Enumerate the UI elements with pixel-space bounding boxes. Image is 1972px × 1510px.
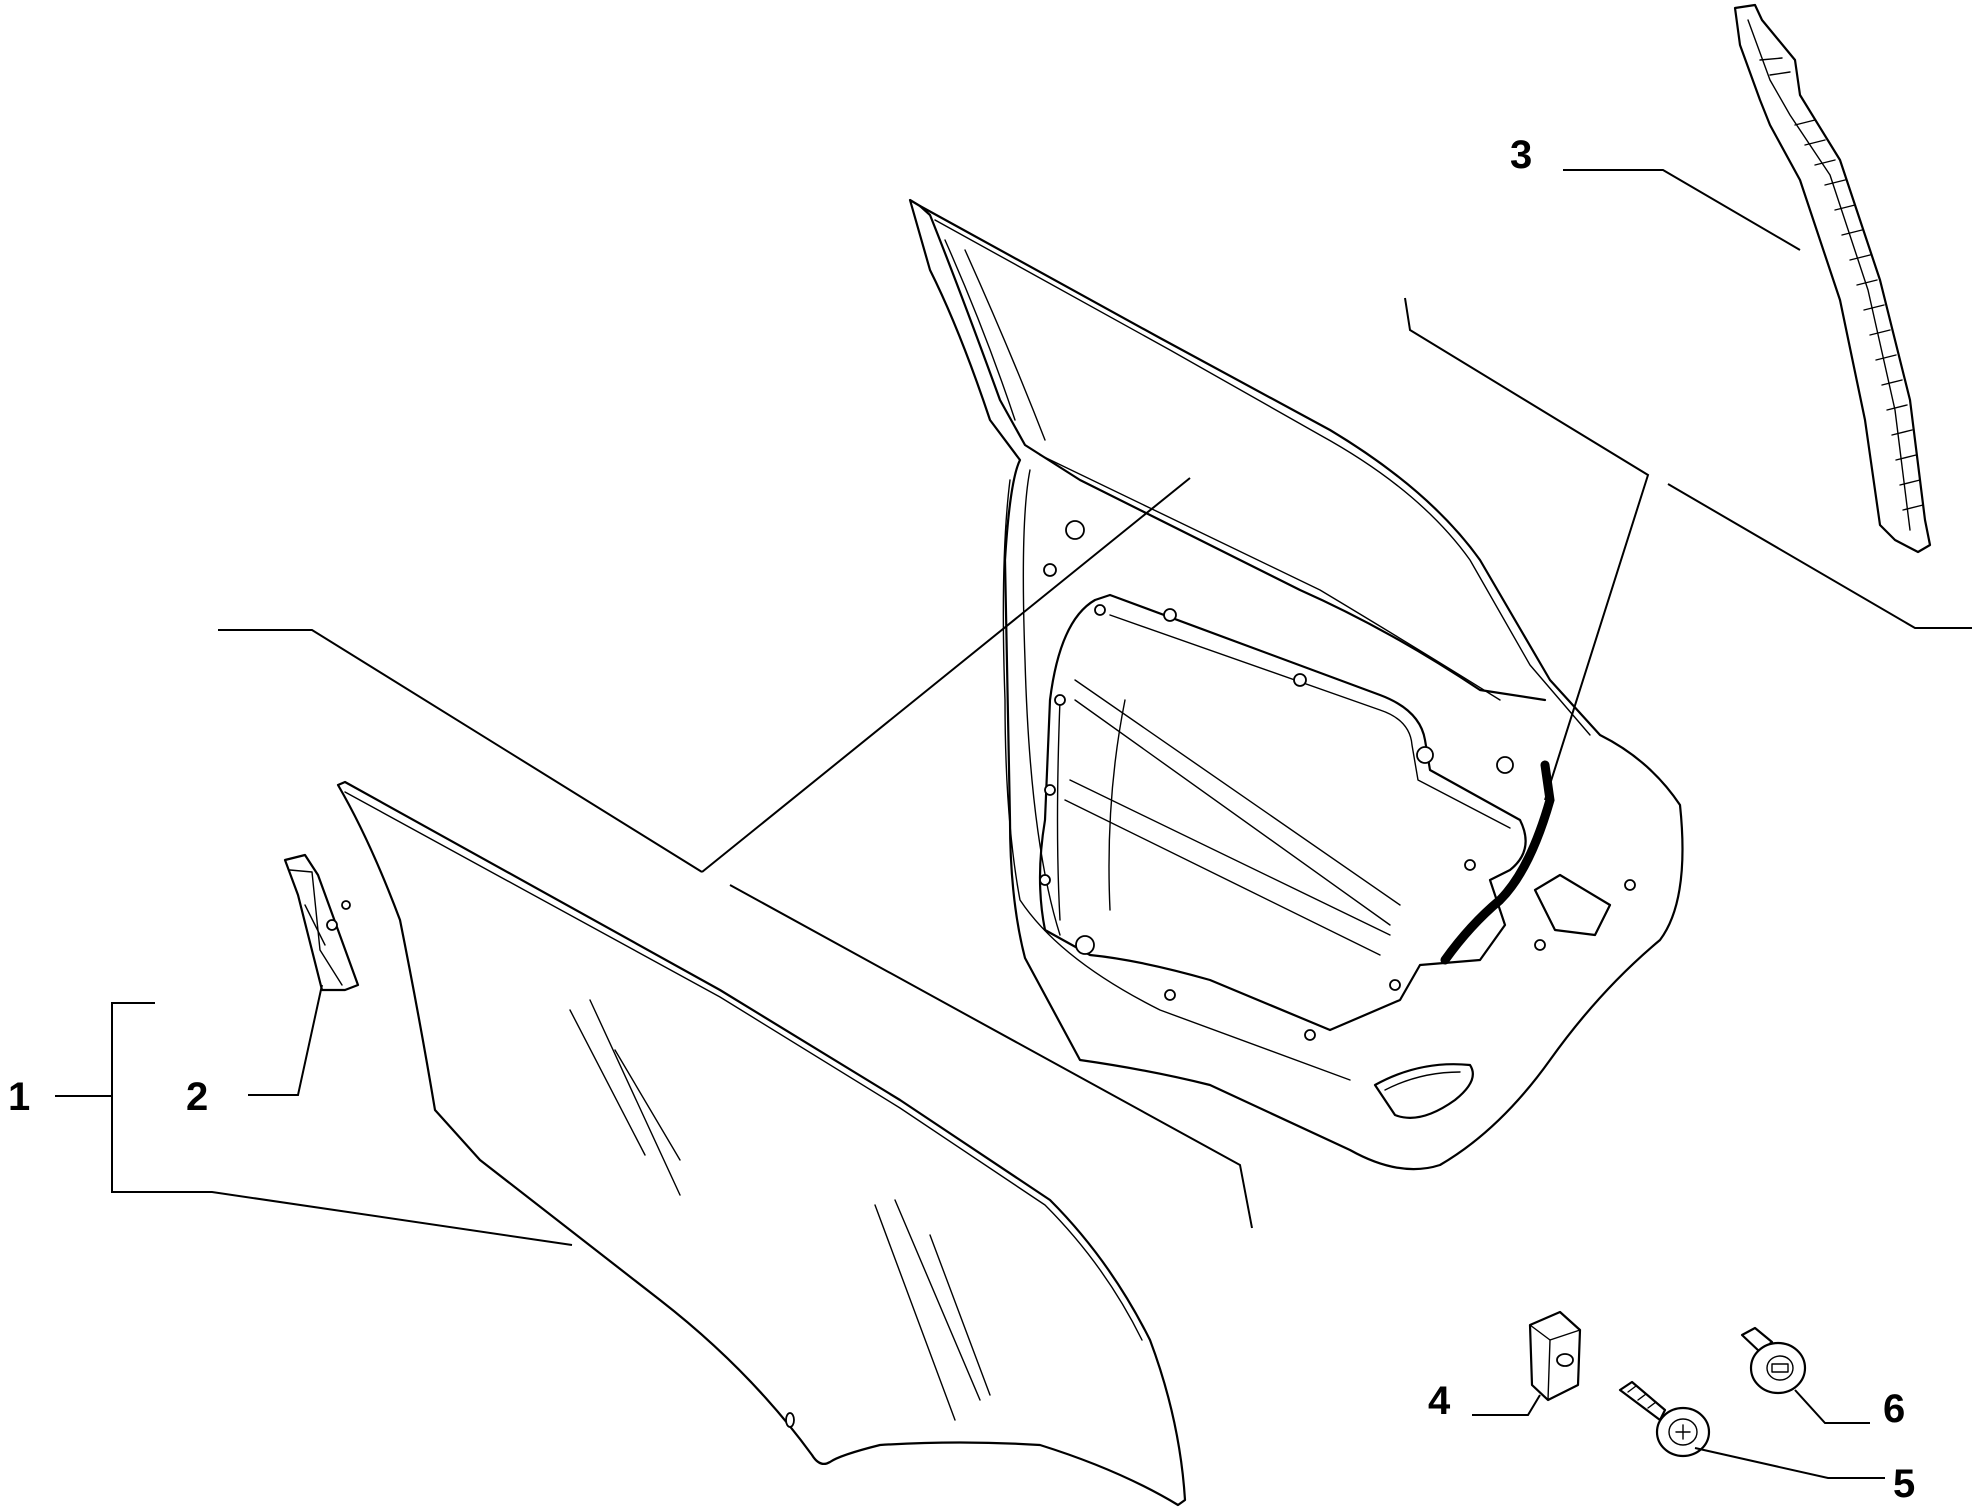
door-panel: [908, 198, 1684, 1171]
callouts: 1 2 3 4 5 6: [8, 133, 1915, 1506]
window-glass: [336, 780, 1187, 1507]
leader-lines: [55, 169, 1972, 1479]
glass-bracket: [283, 853, 360, 992]
callout-2: 2: [186, 1075, 208, 1119]
bolt: [1740, 1326, 1807, 1395]
callout-6: 6: [1883, 1387, 1905, 1431]
callout-4: 4: [1428, 1379, 1451, 1423]
callout-1: 1: [8, 1075, 30, 1119]
screw: [1618, 1380, 1711, 1458]
glass-run-channel: [1733, 3, 1932, 554]
callout-5: 5: [1893, 1462, 1915, 1506]
clip-nut: [1528, 1310, 1582, 1402]
callout-3: 3: [1510, 133, 1532, 177]
